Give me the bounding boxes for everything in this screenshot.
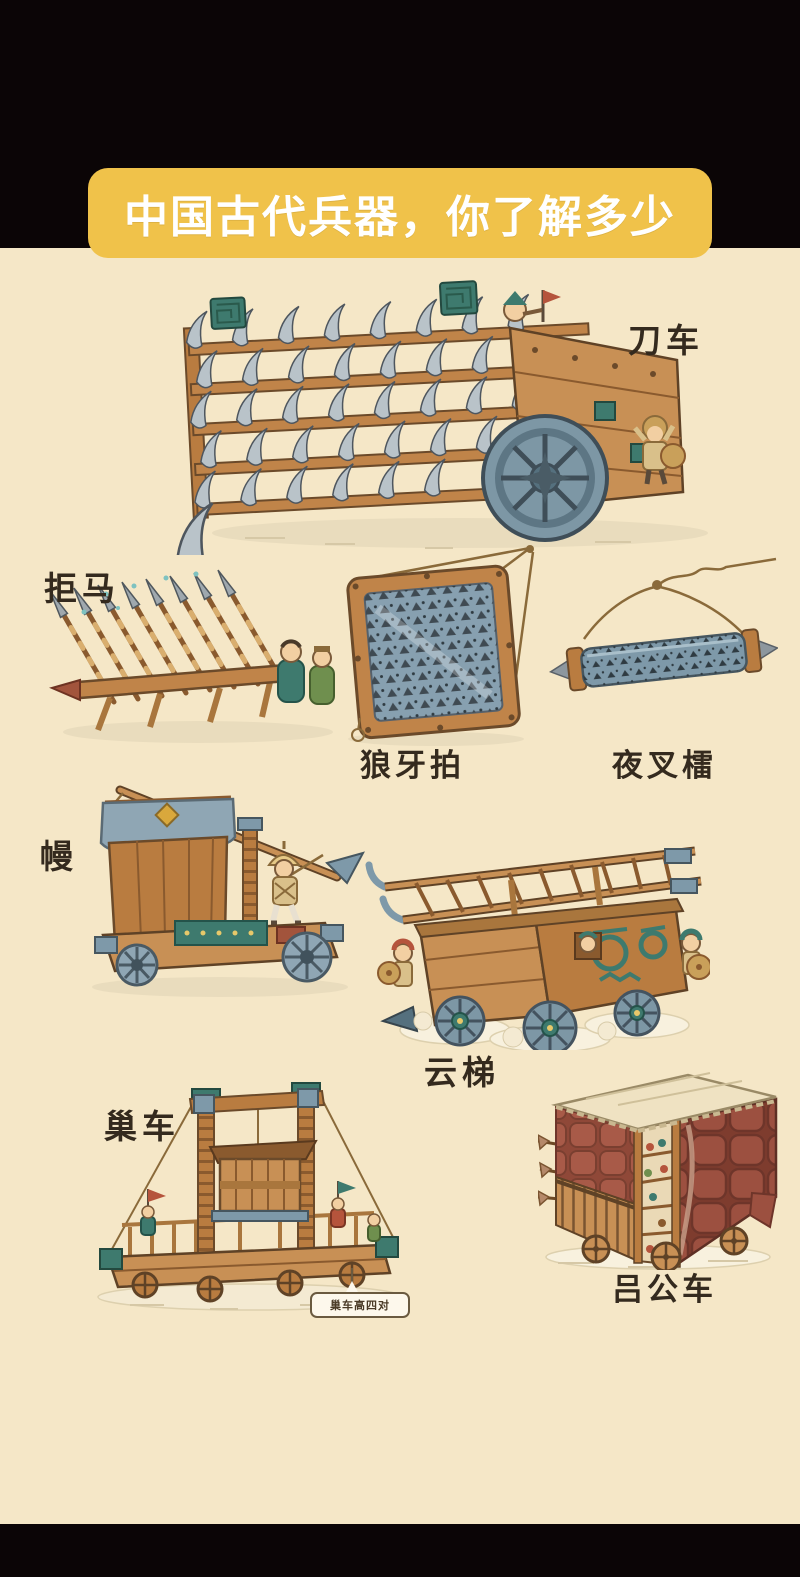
cart-wheel	[434, 995, 486, 1047]
label-man: 幔	[40, 838, 78, 875]
flag-soldier	[330, 1181, 356, 1228]
lvgongche-illustration	[538, 1072, 778, 1270]
title-banner: 中国古代兵器，你了解多少	[88, 168, 712, 258]
cart-wheel	[281, 931, 333, 983]
soldier-shield	[679, 928, 710, 980]
ladder-rungs	[414, 854, 673, 917]
soldier-peeking	[503, 290, 561, 322]
mast	[197, 1102, 215, 1256]
crossbeam	[188, 1089, 326, 1115]
juma-illustration	[49, 569, 335, 743]
cart-wheel	[613, 989, 661, 1037]
cart-wheel	[481, 414, 609, 542]
soldier-teal	[277, 639, 305, 703]
label-yunti: 云梯	[424, 1054, 500, 1091]
label-daoche: 刀车	[628, 322, 704, 359]
teal-cap	[439, 280, 479, 316]
flag-soldier	[140, 1189, 166, 1236]
daoche-illustration	[175, 280, 708, 555]
soldier-pulling	[267, 841, 324, 926]
yunti-illustration	[365, 846, 710, 1050]
label-lvgongche: 吕公车	[612, 1272, 717, 1307]
label-yechalei: 夜叉檑	[612, 748, 717, 783]
roller-body	[548, 628, 778, 692]
boom-blade	[325, 851, 365, 885]
flag-soldier	[367, 1213, 381, 1242]
cart-wheel	[115, 943, 159, 987]
bubble-stem	[351, 1268, 353, 1282]
man-illustration	[92, 785, 365, 997]
label-langyapai: 狼牙拍	[360, 748, 465, 783]
yechalei-illustration	[548, 557, 778, 692]
langyapai-illustration	[346, 545, 535, 746]
blade-rack	[175, 280, 597, 555]
paddle-board	[346, 564, 521, 740]
cart-wheel	[581, 1226, 749, 1270]
poster-title: 中国古代兵器，你了解多少	[124, 193, 676, 242]
bubble-pointer	[346, 1281, 358, 1292]
soldier-standing	[633, 415, 686, 485]
soldier-green	[309, 646, 335, 705]
soldier-shield	[377, 938, 415, 987]
chaoche-annotation-bubble: 巢车高四对	[310, 1292, 410, 1318]
teal-cap	[209, 296, 247, 330]
label-chaoche: 巢车	[104, 1108, 180, 1145]
cart-wheel	[522, 1000, 578, 1050]
cart-wheel	[131, 1261, 366, 1303]
label-juma: 拒马	[44, 570, 120, 607]
